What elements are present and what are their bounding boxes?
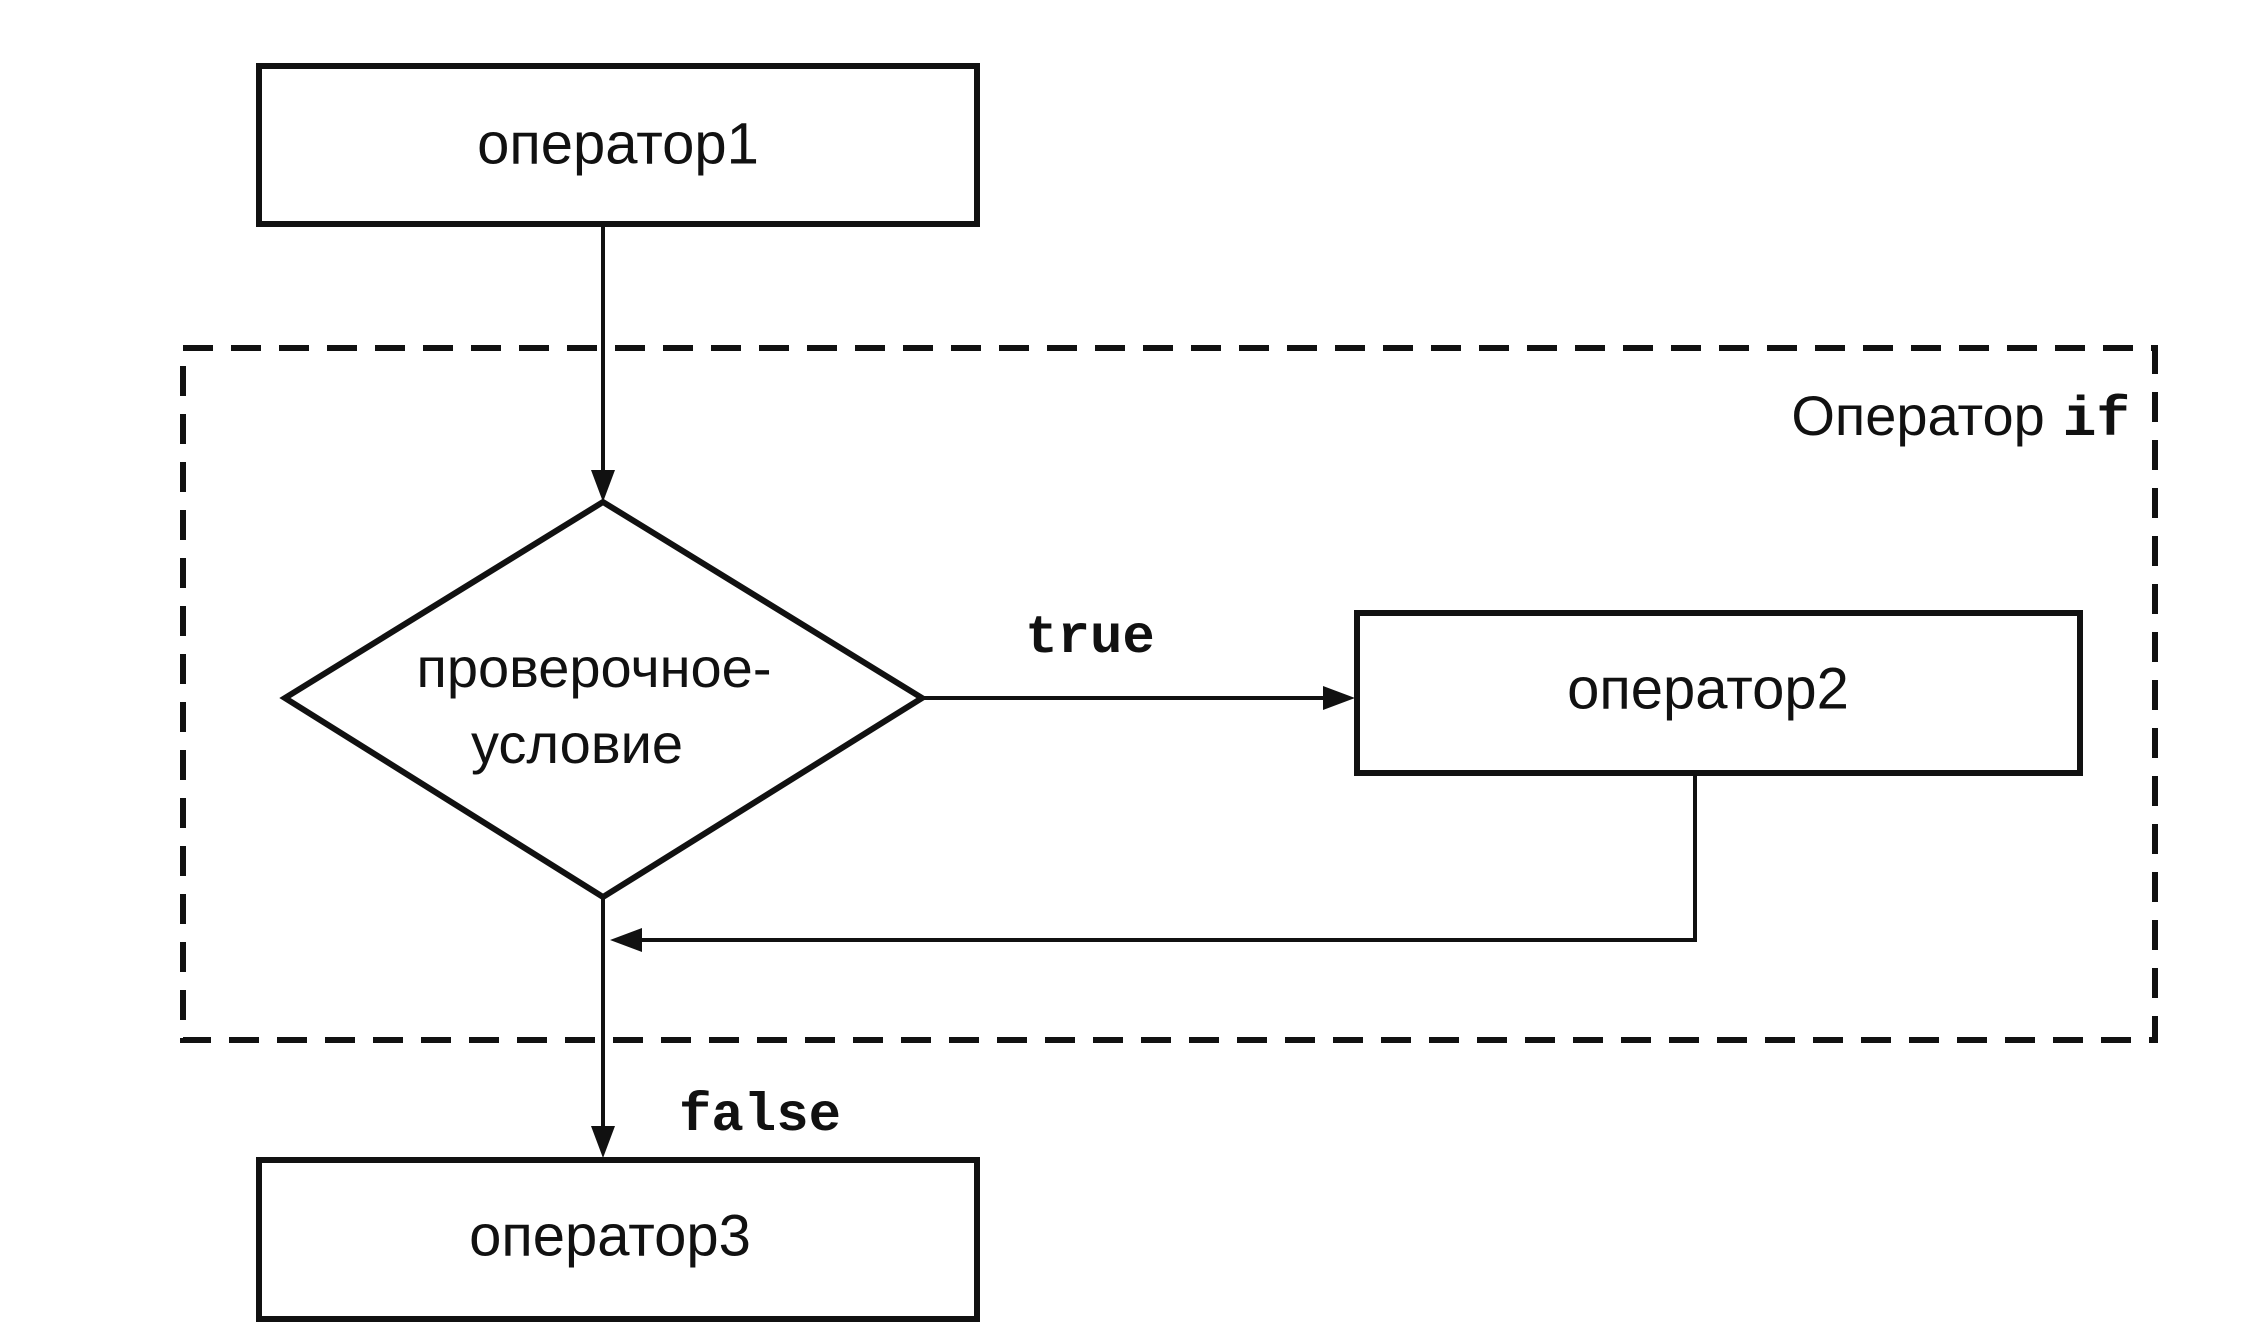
- operator3-box: оператор3: [256, 1157, 980, 1322]
- operator2-box: оператор2: [1354, 610, 2083, 776]
- condition-label-line2: условие: [471, 712, 683, 775]
- arrow-operator2-return: [610, 773, 1697, 952]
- operator3-label: оператор3: [469, 1203, 751, 1268]
- if-statement-label: Оператор if: [1791, 384, 2130, 452]
- condition-diamond: проверочное- условие: [279, 498, 928, 901]
- operator1-label: оператор1: [477, 111, 759, 176]
- false-label: false: [679, 1086, 841, 1147]
- operator2-label: оператор2: [1567, 656, 1849, 721]
- condition-label-line1: проверочное-: [417, 636, 772, 699]
- operator1-box: оператор1: [256, 63, 980, 227]
- arrow-false-branch: [591, 897, 615, 1158]
- true-label: true: [1025, 608, 1155, 669]
- arrow-true-branch: [922, 686, 1355, 710]
- if-statement-boundary: [180, 345, 2158, 1043]
- arrow-operator1-to-condition: [591, 224, 615, 502]
